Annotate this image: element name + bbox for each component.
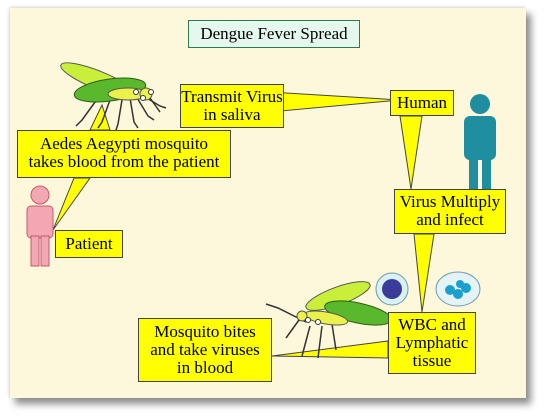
wbc-line-1: WBC and bbox=[398, 315, 466, 334]
diagram-title: Dengue Fever Spread bbox=[188, 20, 360, 48]
biting-mosquito-icon bbox=[265, 281, 392, 359]
diagram-slide: Dengue Fever Spread Transmit Virus in sa… bbox=[10, 8, 526, 398]
diagram-artwork bbox=[26, 62, 496, 359]
virus-line-1: Virus Multiply bbox=[399, 192, 501, 211]
aedes-line-2: takes blood from the patient bbox=[28, 152, 220, 171]
patient-label: Patient bbox=[65, 234, 113, 253]
transmit-line-2: in saliva bbox=[203, 105, 261, 124]
mosquito-bites-box: Mosquito bites and take viruses in blood bbox=[138, 318, 272, 382]
aedes-mosquito-box: Aedes Aegypti mosquito takes blood from … bbox=[17, 130, 231, 178]
human-figure-icon bbox=[464, 94, 496, 190]
callout-pointer-virus bbox=[413, 233, 435, 313]
patient-box: Patient bbox=[55, 230, 123, 258]
mosquito-icon bbox=[60, 62, 167, 131]
wbc-line-3: tissue bbox=[412, 351, 452, 370]
human-box: Human bbox=[390, 90, 454, 116]
callout-pointer-wbc bbox=[271, 340, 389, 359]
aedes-line-1: Aedes Aegypti mosquito bbox=[39, 134, 209, 153]
callout-pointer-human bbox=[399, 115, 423, 190]
patient-figure-icon bbox=[26, 185, 54, 267]
wbc-cell-icon bbox=[375, 272, 409, 306]
wbc-line-2: Lymphatic bbox=[395, 333, 469, 352]
bites-line-1: Mosquito bites bbox=[154, 322, 256, 341]
callout-pointer-patient bbox=[52, 177, 91, 231]
lymphocyte-cell-icon bbox=[435, 271, 481, 307]
callout-pointer-transmit bbox=[269, 91, 401, 113]
transmit-virus-box: Transmit Virus in saliva bbox=[180, 84, 284, 128]
virus-multiply-box: Virus Multiply and infect bbox=[394, 189, 506, 234]
wbc-lymphatic-box: WBC and Lymphatic tissue bbox=[388, 312, 476, 374]
virus-line-2: and infect bbox=[416, 210, 484, 229]
transmit-line-1: Transmit Virus bbox=[181, 87, 283, 106]
bites-line-3: in blood bbox=[176, 358, 234, 377]
bites-line-2: and take viruses bbox=[150, 340, 260, 359]
human-label: Human bbox=[396, 93, 448, 112]
